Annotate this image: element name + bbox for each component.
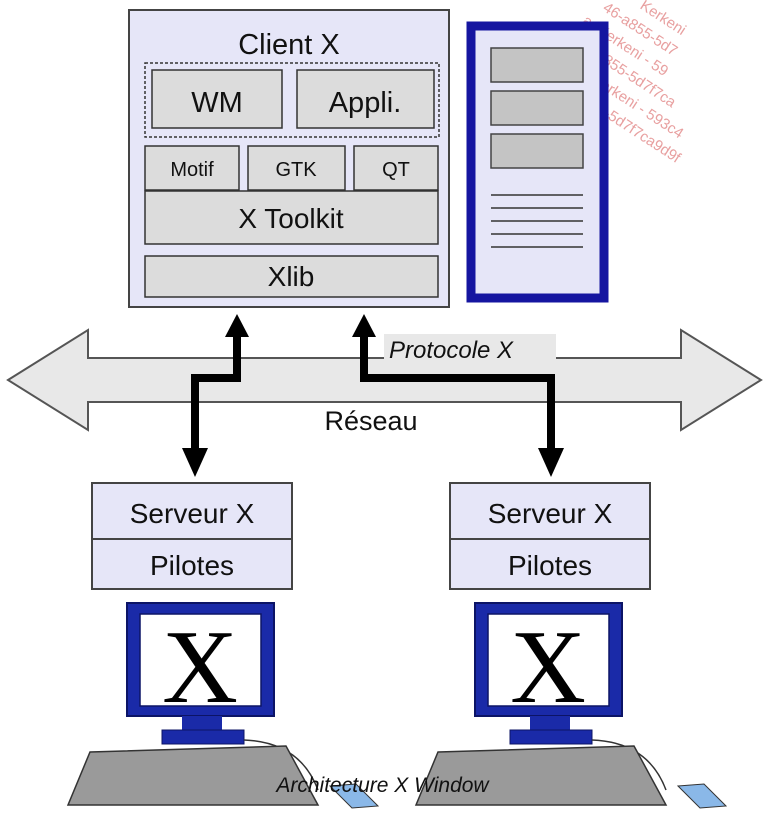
connector-left — [191, 336, 241, 449]
qt-box — [353, 145, 439, 191]
x-toolkit-box — [144, 190, 439, 245]
window-panel — [490, 47, 584, 83]
protocol-label-bg — [384, 334, 556, 364]
keyboard — [414, 745, 668, 806]
figure-caption: Architecture X Window — [276, 774, 489, 797]
motif-box — [144, 145, 240, 191]
server-name-box — [449, 482, 651, 540]
client-x-block: Client X WM Appli. Motif GTK QT X Toolki… — [128, 9, 450, 308]
connector-left-arrowhead-up — [225, 314, 249, 337]
connector-right-arrowhead-down — [538, 448, 564, 477]
monitor-screen — [139, 613, 262, 707]
connector-right — [360, 336, 555, 449]
server-name: Serveur X — [130, 498, 255, 529]
protocol-label: Protocole X — [389, 337, 514, 364]
protocol-connectors: Protocole X — [182, 314, 564, 477]
server-left: Serveur X Pilotes — [91, 482, 293, 590]
xlib-box — [144, 255, 439, 298]
window-text-lines — [491, 194, 583, 248]
monitor-base — [509, 729, 593, 745]
computer-left-icon: X — [66, 602, 380, 809]
gtk-label: GTK — [275, 159, 317, 181]
monitor-base — [161, 729, 245, 745]
xlib-label: Xlib — [268, 261, 315, 292]
monitor-stand — [182, 716, 222, 730]
drivers-box — [91, 538, 293, 590]
monitor-screen — [487, 613, 610, 707]
x-toolkit-label: X Toolkit — [238, 203, 344, 234]
drivers-box — [449, 538, 651, 590]
x-logo-icon: X — [162, 608, 238, 725]
mouse — [676, 783, 728, 809]
drivers-label: Pilotes — [508, 550, 592, 581]
app-window-icon — [466, 21, 609, 303]
gtk-box — [247, 145, 346, 191]
appli-box — [296, 69, 435, 129]
x-logo-icon: X — [510, 608, 586, 725]
wm-appli-group — [144, 62, 440, 138]
connector-left-arrowhead-down — [182, 448, 208, 477]
mouse — [328, 783, 380, 809]
appli-label: Appli. — [329, 87, 402, 119]
network-label: Réseau — [324, 406, 417, 436]
wm-label: WM — [191, 87, 243, 119]
window-panel — [490, 133, 584, 169]
window-panel — [490, 90, 584, 126]
drivers-label: Pilotes — [150, 550, 234, 581]
client-x-title: Client X — [238, 29, 340, 61]
motif-label: Motif — [170, 159, 214, 181]
qt-label: QT — [382, 159, 410, 181]
server-name: Serveur X — [488, 498, 613, 529]
computer-right-icon: X — [414, 602, 728, 809]
connector-right-arrowhead-up — [352, 314, 376, 337]
monitor-stand — [530, 716, 570, 730]
wm-box — [151, 69, 283, 129]
server-right: Serveur X Pilotes — [449, 482, 651, 590]
keyboard — [66, 745, 320, 806]
